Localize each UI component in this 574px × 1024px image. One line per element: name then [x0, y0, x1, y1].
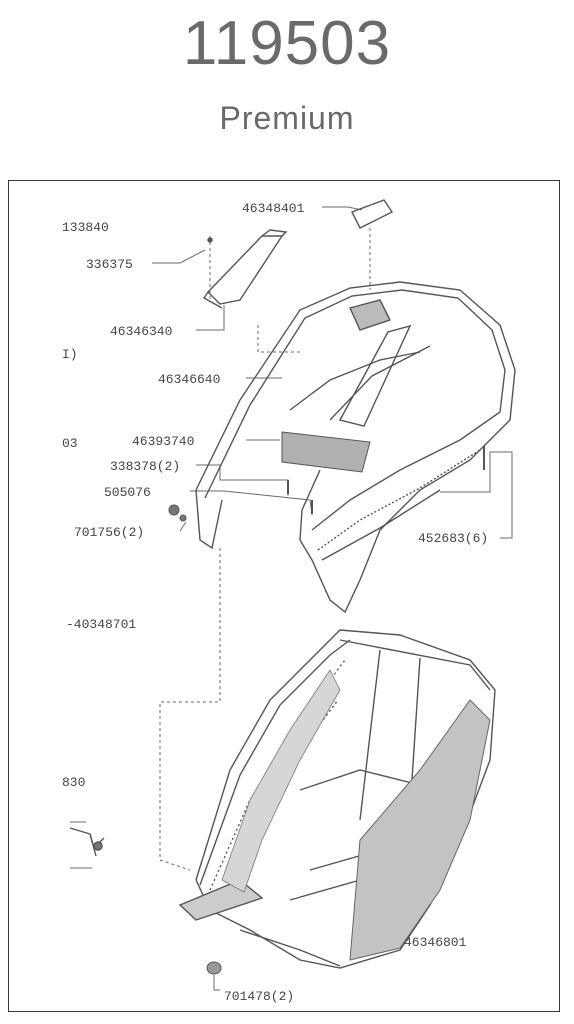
ref-830: 830	[62, 775, 85, 790]
part-46346340-bracket	[202, 229, 288, 309]
label-46346340: 46346340	[110, 324, 172, 339]
model-variant: Premium	[219, 100, 355, 136]
label-336375: 336375	[86, 257, 133, 272]
model-number: 119503	[182, 9, 392, 78]
part-fasteners	[168, 446, 485, 522]
part-46393740-grille	[281, 431, 371, 473]
label-40348701: -40348701	[66, 617, 136, 632]
part-labels: 46348401 336375 46346340 46346640 463937…	[66, 201, 488, 1004]
label-46393740: 46393740	[132, 434, 194, 449]
left-reference-labels: 133840 I) 03 830	[62, 220, 109, 790]
ref-133840: 133840	[62, 220, 109, 235]
part-46346801-mesh	[221, 669, 491, 961]
label-452683-6: 452683(6)	[418, 531, 488, 546]
label-46346640: 46346640	[158, 372, 220, 387]
part-46346640-rear-frame	[195, 281, 516, 614]
label-46346801: 46346801	[404, 935, 467, 950]
label-701756-2: 701756(2)	[74, 525, 144, 540]
ref-i: I)	[62, 347, 78, 362]
leader-lines	[70, 206, 513, 991]
part-701478-knob	[206, 961, 222, 975]
part-46348401-plate	[351, 199, 394, 229]
label-46348401: 46348401	[242, 201, 305, 216]
diagram-frame	[8, 180, 560, 1012]
label-338378-2: 338378(2)	[110, 459, 180, 474]
label-701478-2: 701478(2)	[224, 989, 294, 1004]
label-505076: 505076	[104, 485, 151, 500]
ref-03: 03	[62, 436, 78, 451]
part-830-bracket	[69, 827, 105, 857]
